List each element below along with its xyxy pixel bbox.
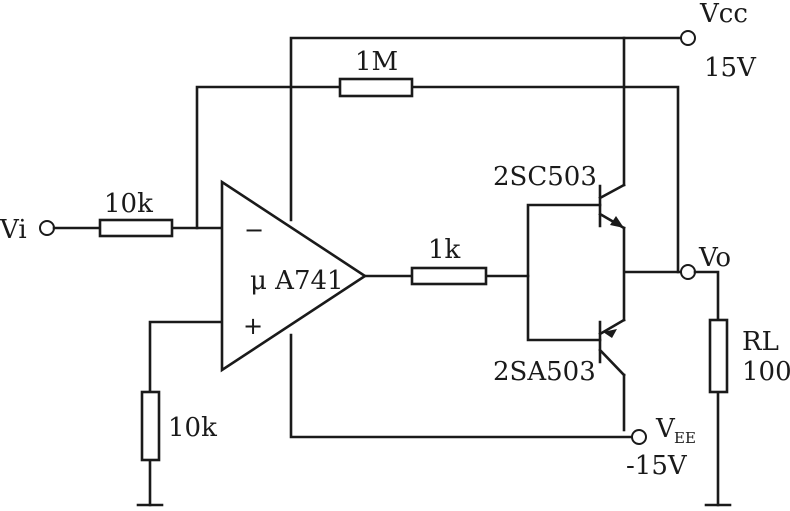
input-resistor-label: 10k — [104, 189, 153, 219]
vee-subscript: EE — [674, 429, 696, 447]
npn-transistor — [598, 183, 626, 230]
vee-terminal[interactable] — [631, 429, 647, 445]
pnp-emitter-arrow — [603, 329, 617, 338]
opamp-noninverting-sign: + — [243, 312, 263, 340]
vo-label: Vo — [698, 243, 731, 273]
vcc-rail-wire — [289, 36, 682, 222]
vee-value-label: -15V — [626, 451, 688, 481]
feedback-resistor-1m — [338, 77, 414, 98]
opamp-triangle — [220, 179, 368, 373]
npn-transistor-label: 2SC503 — [493, 162, 597, 192]
ground-resistor-10k — [140, 390, 161, 462]
load-wire — [693, 270, 720, 507]
feedback-wire — [195, 85, 680, 274]
opamp-name-label: μ A741 — [250, 266, 344, 296]
input-resistor-10k — [98, 218, 174, 238]
pnp-transistor — [598, 318, 626, 377]
vi-input-terminal[interactable] — [39, 220, 55, 236]
vee-rail-wire — [289, 333, 633, 439]
vi-label: Vi — [0, 215, 27, 245]
vee-label: V — [655, 414, 676, 444]
base-resistor-1k — [410, 266, 488, 286]
vcc-label: Vcc — [699, 0, 748, 29]
base-bus-wire — [526, 203, 602, 342]
npn-emitter-arrow — [610, 216, 624, 228]
base-resistor-label: 1k — [428, 235, 461, 265]
emitter-output-wire — [622, 226, 683, 322]
vcc-terminal[interactable] — [680, 30, 696, 46]
load-value-label: 100 — [742, 357, 790, 387]
load-name-label: RL — [742, 327, 779, 357]
feedback-resistor-label: 1M — [355, 47, 398, 77]
noninverting-ground-wire — [148, 320, 224, 507]
ground-resistor-label: 10k — [168, 413, 217, 443]
pnp-transistor-label: 2SA503 — [493, 357, 596, 387]
opamp-inverting-sign: − — [244, 216, 264, 244]
vo-output-terminal[interactable] — [680, 264, 696, 280]
load-resistor-rl — [708, 318, 729, 394]
vcc-value-label: 15V — [704, 53, 757, 83]
